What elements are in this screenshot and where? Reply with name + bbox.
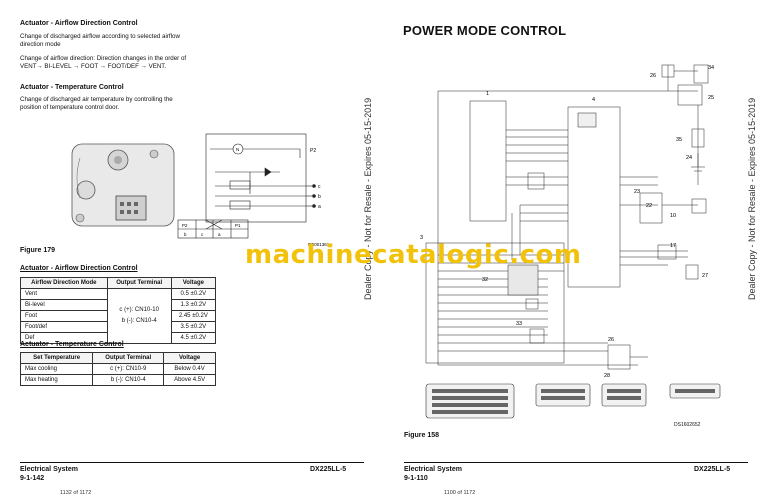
pin-block-c: c <box>201 232 204 237</box>
pin-block-b: b <box>184 232 187 237</box>
paragraph-airflow-1: Change of discharged airflow according t… <box>20 33 180 48</box>
table1-header-terminal: Output Terminal <box>106 277 172 289</box>
callout-27: 27 <box>702 273 708 279</box>
left-page: Actuator - Airflow Direction Control Cha… <box>19 20 364 496</box>
table1-mode: Vent <box>20 288 108 300</box>
table1-mode: Bi-level <box>20 299 108 311</box>
table2-header-temp: Set Temperature <box>19 352 94 364</box>
table2-header-voltage: Voltage <box>163 352 216 364</box>
paragraph-temperature: Change of discharged air temperature by … <box>20 96 173 111</box>
right-page: POWER MODE CONTROL <box>384 0 768 503</box>
label-b: b <box>318 194 321 200</box>
callout-26-top: 26 <box>650 73 656 79</box>
callout-4: 4 <box>592 97 595 103</box>
footer-rule-left <box>20 462 364 463</box>
figure-caption-right: Figure 158 <box>404 432 440 439</box>
table2-cell: Above 4.5V <box>163 374 216 386</box>
footer-page-left: 9-1-142 <box>20 475 45 482</box>
callout-22: 22 <box>646 203 652 209</box>
callout-32: 32 <box>482 277 488 283</box>
table1-terminal-cell: c (+): CN10-10 b (-): CN10-4 <box>106 288 172 344</box>
table2-header-terminal: Output Terminal <box>92 352 165 364</box>
actuator-drawing <box>71 143 175 227</box>
airflow-direction-table: Airflow Direction Mode Output Terminal V… <box>20 277 217 344</box>
power-mode-title: POWER MODE CONTROL <box>403 23 567 38</box>
figure-code-left: FG001361 <box>308 242 330 247</box>
callout-33: 33 <box>516 321 522 327</box>
callout-10: 10 <box>670 213 676 219</box>
callout-35: 35 <box>676 137 682 143</box>
callout-17: 17 <box>670 243 676 249</box>
paragraph-airflow-2: Change of airflow direction: Direction c… <box>20 55 187 70</box>
table2-title: Actuator - Temperature Control <box>20 341 124 348</box>
label-p2-schematic: P2 <box>310 148 316 154</box>
actuator-schematic <box>177 133 316 239</box>
figure-caption-left: Figure 179 <box>20 247 56 254</box>
label-c: c <box>318 184 321 190</box>
pin-block-a: a <box>218 232 221 237</box>
callout-34: 34 <box>708 65 714 71</box>
table1-mode: Foot/def <box>20 321 108 333</box>
label-n: N <box>236 147 239 152</box>
table1-mode: Foot <box>20 310 108 322</box>
callout-23: 23 <box>634 189 640 195</box>
table1-header-mode: Airflow Direction Mode <box>20 277 108 289</box>
table1-mode: Def <box>20 332 108 344</box>
callout-26-bottom: 26 <box>608 337 614 343</box>
table1-terminal-a: c (+): CN10-10 <box>119 307 159 313</box>
table2-cell: Below 0.4V <box>163 363 216 375</box>
figure-code-right: DS1602652 <box>674 422 701 428</box>
callout-1: 1 <box>486 91 489 97</box>
page-count-left: 1132 of 1172 <box>60 490 92 496</box>
pin-block-p2: P2 <box>182 223 188 228</box>
footer-model-left: DX225LL-5 <box>310 466 347 473</box>
footer-rule-right <box>404 462 748 463</box>
wiring-diagram: 1 3 4 10 17 22 23 24 25 26 27 28 32 33 3… <box>420 64 714 379</box>
pin-block-p1: P1 <box>235 223 241 228</box>
callout-28: 28 <box>604 373 610 379</box>
actuator-figure: N P2 c b a P2 P1 b c a FG001361 <box>71 133 330 247</box>
footer-page-right: 9-1-110 <box>404 475 428 482</box>
footer-model-right: DX225LL-5 <box>694 466 731 473</box>
temperature-table: Set Temperature Output Terminal Voltage … <box>19 352 216 386</box>
connector-drawings <box>425 383 721 419</box>
table2-cell: Max heating <box>19 374 94 386</box>
table1-header-voltage: Voltage <box>170 277 217 289</box>
callout-25: 25 <box>708 95 714 101</box>
heading-temperature-control: Actuator - Temperature Control <box>20 84 124 91</box>
table1-voltage: 3.5 ±0.2V <box>170 321 217 333</box>
dealer-stamp-right: Dealer Copy - Not for Resale - Expires 0… <box>747 97 757 300</box>
table1-voltage: 4.5 ±0.2V <box>170 332 217 344</box>
footer-section-left: Electrical System <box>20 466 78 473</box>
table1-voltage: 1.3 ±0.2V <box>170 299 217 311</box>
table1-title: Actuator - Airflow Direction Control <box>20 265 138 272</box>
table2-cell: c (+): CN10-9 <box>92 363 165 375</box>
footer-section-right: Electrical System <box>404 466 462 473</box>
page-count-right: 1100 of 1172 <box>444 490 476 496</box>
table1-voltage: 0.5 ±0.2V <box>170 288 217 300</box>
table2-cell: Max cooling <box>19 363 94 375</box>
heading-airflow-direction: Actuator - Airflow Direction Control <box>20 20 138 27</box>
watermark: machinecatalogic.com <box>245 240 582 270</box>
table1-terminal-b: b (-): CN10-4 <box>121 318 157 324</box>
label-a: a <box>318 204 321 210</box>
callout-24: 24 <box>686 155 692 161</box>
table1-voltage: 2.45 ±0.2V <box>170 310 217 322</box>
table2-cell: b (-): CN10-4 <box>92 374 165 386</box>
callout-3: 3 <box>420 235 423 241</box>
